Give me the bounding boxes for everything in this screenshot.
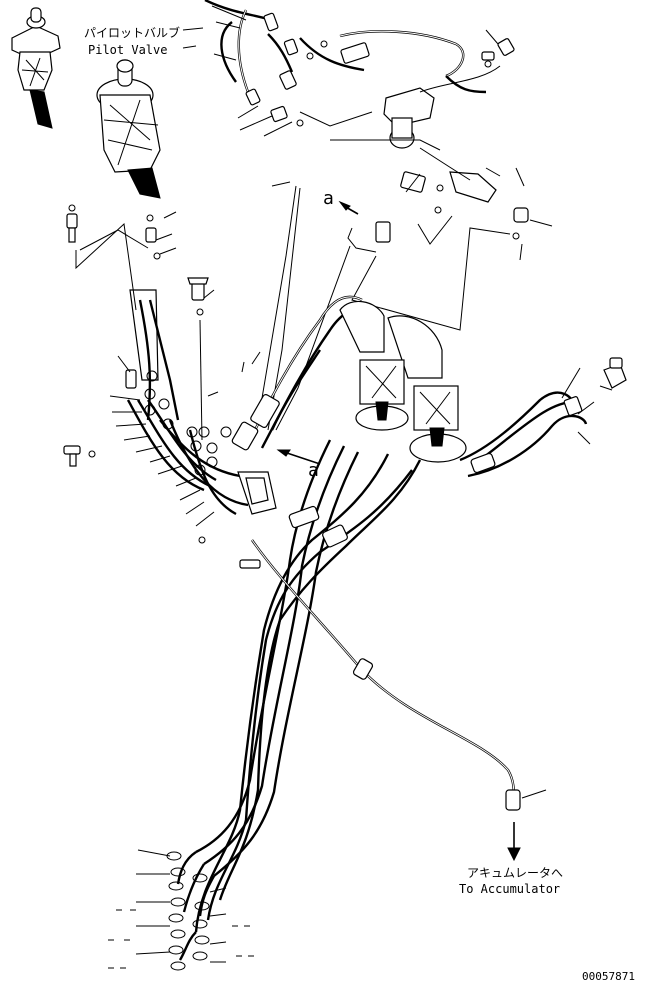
view-mark-a-upper-text: a <box>323 188 334 209</box>
lower-hose-bundle <box>194 439 547 933</box>
pilot-valve-label-en: Pilot Valve <box>88 43 167 57</box>
left-fitting-cluster <box>63 289 277 544</box>
bottom-end-fittings <box>108 849 254 971</box>
pilot-valve-label-jp: パイロットバルブ <box>84 25 180 40</box>
pilot-valve-label: パイロットバルブ Pilot Valve <box>84 25 204 57</box>
valve-port-fittings <box>66 204 209 316</box>
top-hose-bundle <box>204 0 465 127</box>
swivel-joint-assembly <box>339 300 467 463</box>
accumulator-label-jp: アキュムレータへ <box>467 866 563 880</box>
main-hose-diagonal <box>231 295 371 451</box>
view-mark-a-lower-text: a <box>308 460 319 481</box>
solenoid-valve-block <box>383 51 501 149</box>
right-hose-pair <box>459 357 627 478</box>
pilot-valve-left <box>11 7 61 129</box>
accumulator-label-en: To Accumulator <box>459 882 560 896</box>
view-mark-a-upper: a <box>323 188 359 215</box>
right-top-fittings <box>299 38 529 253</box>
left-leader-lines <box>109 211 261 527</box>
pilot-valve-right <box>96 59 161 199</box>
accumulator-callout: アキュムレータへ To Accumulator <box>459 822 563 896</box>
view-mark-a-lower: a <box>276 449 321 481</box>
drawing-number: 00057871 <box>582 970 635 983</box>
top-leader-lines <box>211 5 553 261</box>
